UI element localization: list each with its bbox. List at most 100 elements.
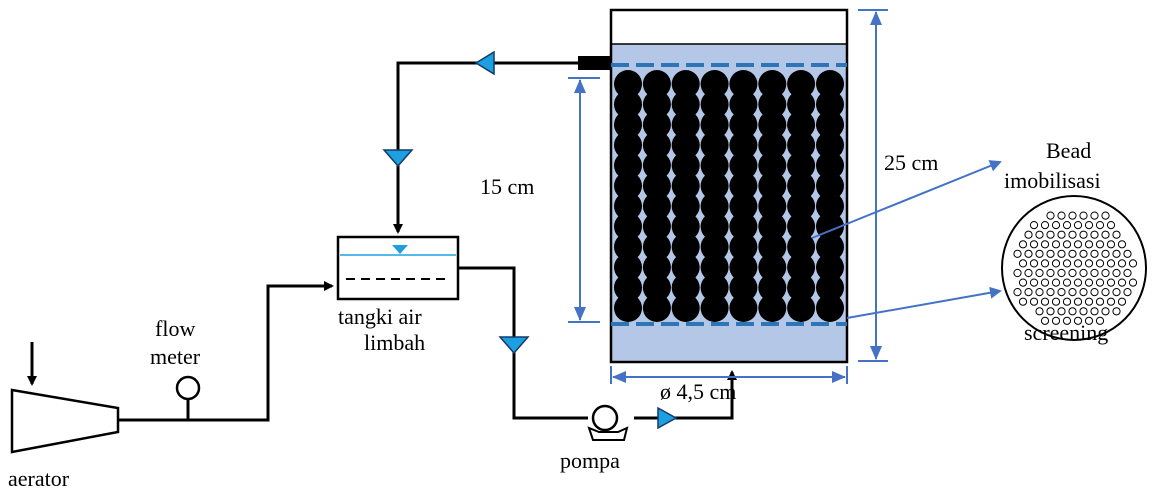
screening-hole — [1068, 249, 1077, 258]
screening-pointer — [846, 286, 1002, 319]
bead — [614, 131, 642, 160]
screening-hole — [1084, 240, 1094, 249]
bead — [614, 212, 642, 241]
screening-hole — [1068, 230, 1077, 239]
bead — [729, 212, 758, 241]
bead — [642, 151, 671, 180]
bead — [758, 131, 787, 160]
bead — [614, 171, 642, 200]
bead — [787, 212, 816, 241]
screening-hole — [1062, 316, 1072, 325]
screening-hole — [1095, 221, 1105, 230]
flow-meter-label-line1: flow — [155, 316, 195, 341]
screening-hole — [1106, 240, 1116, 249]
bead — [787, 273, 816, 302]
column-wall — [609, 8, 849, 364]
bead — [642, 90, 671, 119]
screening-hole — [1106, 259, 1116, 268]
screening-hole — [1040, 316, 1050, 325]
bead — [700, 171, 729, 200]
screening-hole — [1068, 288, 1077, 297]
screening-hole — [1068, 211, 1077, 220]
screening-hole — [1090, 268, 1099, 278]
screening-hole — [1057, 288, 1066, 297]
screening-hole — [1051, 278, 1061, 287]
screening-hole — [1123, 288, 1132, 297]
screening-hole — [1040, 240, 1050, 249]
bead — [787, 151, 816, 180]
bead — [614, 232, 642, 261]
air-line — [118, 281, 334, 422]
bead — [700, 70, 729, 98]
screening-hole — [1084, 297, 1094, 306]
bead — [671, 151, 700, 180]
bead — [758, 294, 787, 322]
screening-hole — [1029, 221, 1039, 230]
screening-hole — [1090, 288, 1099, 297]
screening-hole — [1095, 240, 1105, 249]
bead — [700, 192, 729, 221]
bead — [758, 110, 787, 139]
screening-hole — [1123, 249, 1132, 258]
bead — [671, 131, 700, 160]
bead — [642, 273, 671, 302]
screening-hole — [1095, 259, 1105, 268]
bead-label-line2: imobilisasi — [1004, 168, 1101, 193]
bead — [671, 232, 700, 261]
bead — [671, 70, 700, 98]
screening-hole — [1101, 230, 1110, 239]
screening-hole — [1046, 211, 1055, 220]
flow-arrows — [382, 50, 678, 430]
bead — [642, 294, 671, 322]
screening-hole — [1057, 211, 1066, 220]
bead — [729, 171, 758, 200]
screening-hole — [1062, 240, 1072, 249]
screening-hole — [1062, 221, 1072, 230]
screening-hole — [1057, 307, 1066, 316]
bead — [729, 192, 758, 221]
screening-hole — [1112, 268, 1121, 278]
bead — [671, 171, 700, 200]
screening-hole — [1095, 278, 1105, 287]
bead — [642, 253, 671, 282]
bead — [787, 110, 816, 139]
screening-hole — [1062, 259, 1072, 268]
screening-hole — [1073, 278, 1083, 287]
screening-hole — [1029, 240, 1039, 249]
flow-meter: flow meter — [150, 316, 201, 401]
bead — [787, 192, 816, 221]
screening-hole — [1035, 249, 1044, 258]
bead — [700, 294, 729, 322]
screening-hole — [1029, 278, 1039, 287]
screening-hole — [1079, 211, 1088, 220]
bead — [729, 151, 758, 180]
bead — [642, 171, 671, 200]
bead — [816, 70, 844, 98]
bead — [816, 192, 844, 221]
height-column-label: 25 cm — [884, 150, 938, 175]
bead — [614, 273, 642, 302]
pump-icon — [591, 404, 619, 432]
screening-hole — [1112, 288, 1121, 297]
screening-hole — [1051, 259, 1061, 268]
screening-hole — [1024, 288, 1033, 297]
screening-hole — [1046, 288, 1055, 297]
bead — [671, 212, 700, 241]
diameter-label: ø 4,5 cm — [660, 379, 736, 404]
bead — [700, 232, 729, 261]
screening-hole — [1040, 297, 1050, 306]
flow-arrow-return — [382, 149, 414, 168]
bead — [614, 70, 642, 98]
bead — [758, 273, 787, 302]
bead — [700, 212, 729, 241]
screening-hole — [1117, 297, 1127, 306]
pump-label: pompa — [560, 448, 620, 473]
screening-hole — [1040, 259, 1050, 268]
bead — [700, 151, 729, 180]
bead — [816, 273, 844, 302]
screening-holes — [1013, 211, 1138, 325]
screening-hole — [1079, 307, 1088, 316]
screening-hole — [1051, 240, 1061, 249]
screening-hole — [1084, 316, 1094, 325]
screening-hole — [1090, 249, 1099, 258]
